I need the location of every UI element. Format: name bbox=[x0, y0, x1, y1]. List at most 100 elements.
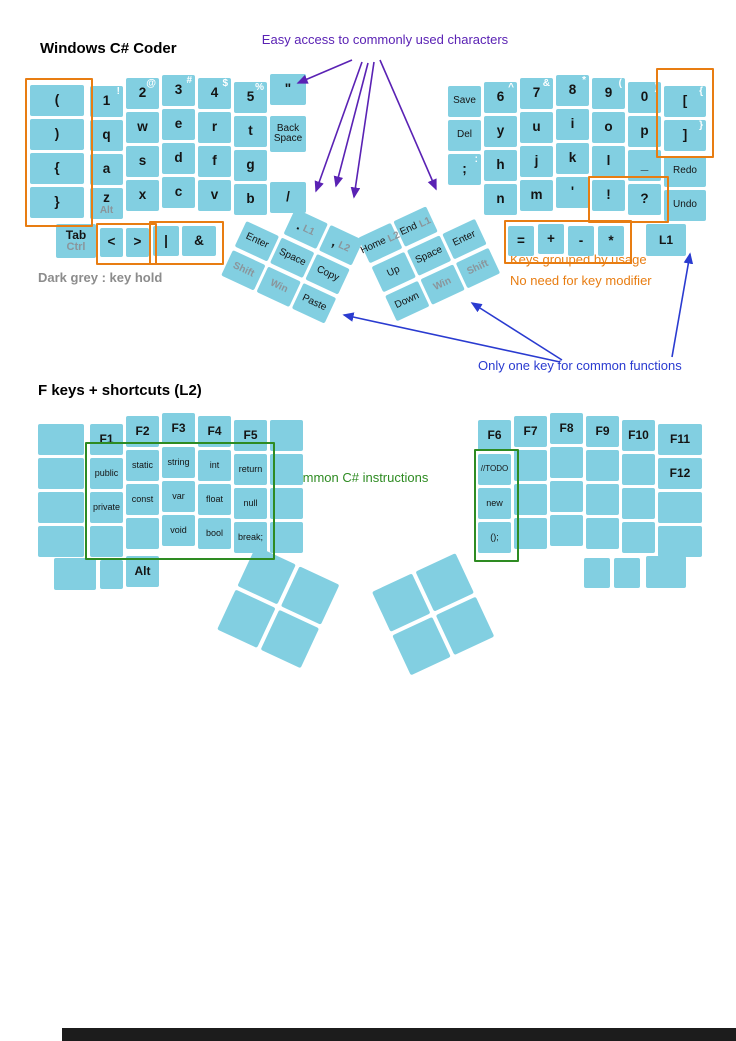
key-f4[interactable]: F4 bbox=[198, 416, 231, 447]
key-blank[interactable] bbox=[550, 515, 583, 546]
key-blank[interactable] bbox=[38, 492, 84, 523]
key-1[interactable]: !1 bbox=[90, 86, 123, 117]
key-blank[interactable] bbox=[270, 420, 303, 451]
key-float[interactable]: float bbox=[198, 484, 231, 515]
key-x[interactable]: x bbox=[126, 180, 159, 211]
key-w[interactable]: w bbox=[126, 112, 159, 143]
key-blank[interactable] bbox=[658, 526, 702, 557]
key-2[interactable]: @2 bbox=[126, 78, 159, 109]
key-6[interactable]: ^6 bbox=[484, 82, 517, 113]
key-blank[interactable] bbox=[270, 522, 303, 553]
key-g[interactable]: g bbox=[234, 150, 267, 181]
key-j[interactable]: j bbox=[520, 146, 553, 177]
key-u[interactable]: u bbox=[520, 112, 553, 143]
key-const[interactable]: const bbox=[126, 484, 159, 515]
key-5[interactable]: %5 bbox=[234, 82, 267, 113]
key-ampersand[interactable]: & bbox=[182, 226, 216, 256]
key-return[interactable]: return bbox=[234, 454, 267, 485]
key-blank[interactable] bbox=[514, 450, 547, 481]
key-blank[interactable] bbox=[54, 558, 96, 590]
key-apostrophe[interactable]: ' bbox=[556, 177, 589, 208]
key-blank[interactable] bbox=[38, 458, 84, 489]
key-open-brace[interactable]: { bbox=[30, 153, 84, 184]
key-f11[interactable]: F11 bbox=[658, 424, 702, 455]
key-9[interactable]: (9 bbox=[592, 78, 625, 109]
key-blank[interactable] bbox=[658, 492, 702, 523]
key-equals[interactable]: = bbox=[508, 226, 534, 256]
key-var[interactable]: var bbox=[162, 481, 195, 512]
key-underscore[interactable]: _ bbox=[628, 150, 661, 181]
key-blank[interactable] bbox=[38, 526, 84, 557]
key-string[interactable]: string bbox=[162, 447, 195, 478]
key-blank[interactable] bbox=[622, 488, 655, 519]
key-4[interactable]: $4 bbox=[198, 78, 231, 109]
key-semicolon[interactable]: :; bbox=[448, 154, 481, 185]
key-a[interactable]: a bbox=[90, 154, 123, 185]
key-close-brace[interactable]: } bbox=[30, 187, 84, 218]
key-backspace[interactable]: Back Space bbox=[270, 116, 306, 152]
key-f12[interactable]: F12 bbox=[658, 458, 702, 489]
key-close-paren[interactable]: ) bbox=[30, 119, 84, 150]
key-o[interactable]: o bbox=[592, 112, 625, 143]
key-alt[interactable]: Alt bbox=[126, 556, 159, 587]
key-close-bracket[interactable]: }] bbox=[664, 120, 706, 151]
key-r[interactable]: r bbox=[198, 112, 231, 143]
key-blank[interactable] bbox=[622, 454, 655, 485]
key-todo-comment[interactable]: //TODO bbox=[478, 454, 511, 485]
key-t[interactable]: t bbox=[234, 116, 267, 147]
key-f7[interactable]: F7 bbox=[514, 416, 547, 447]
key-less-than[interactable]: < bbox=[100, 228, 123, 257]
key-p[interactable]: p bbox=[628, 116, 661, 147]
key-blank[interactable] bbox=[550, 481, 583, 512]
key-y[interactable]: y bbox=[484, 116, 517, 147]
key-blank[interactable] bbox=[270, 454, 303, 485]
key-blank[interactable] bbox=[90, 526, 123, 557]
key-blank[interactable] bbox=[584, 558, 610, 588]
key-f9[interactable]: F9 bbox=[586, 416, 619, 447]
key-blank[interactable] bbox=[126, 518, 159, 549]
key-slash[interactable]: / bbox=[270, 182, 306, 213]
key-blank[interactable] bbox=[586, 518, 619, 549]
key-f5[interactable]: F5 bbox=[234, 420, 267, 451]
key-bool[interactable]: bool bbox=[198, 518, 231, 549]
key-v[interactable]: v bbox=[198, 180, 231, 211]
key-open-bracket[interactable]: {[ bbox=[664, 86, 706, 117]
key-f3[interactable]: F3 bbox=[162, 413, 195, 444]
key-q[interactable]: q bbox=[90, 120, 123, 151]
key-asterisk[interactable]: * bbox=[598, 226, 624, 256]
key-private[interactable]: private bbox=[90, 492, 123, 523]
key-pipe[interactable]: | bbox=[153, 226, 179, 256]
key-d[interactable]: d bbox=[162, 143, 195, 174]
key-b[interactable]: b bbox=[234, 184, 267, 215]
key-blank[interactable] bbox=[586, 450, 619, 481]
key-static[interactable]: static bbox=[126, 450, 159, 481]
key-c[interactable]: c bbox=[162, 177, 195, 208]
key-blank[interactable] bbox=[514, 484, 547, 515]
key-i[interactable]: i bbox=[556, 109, 589, 140]
key-save[interactable]: Save bbox=[448, 86, 481, 117]
key-blank[interactable] bbox=[614, 558, 640, 588]
key-blank[interactable] bbox=[38, 424, 84, 455]
key-exclamation[interactable]: ! bbox=[592, 180, 625, 211]
key-blank[interactable] bbox=[586, 484, 619, 515]
key-new[interactable]: new bbox=[478, 488, 511, 519]
key-8[interactable]: *8 bbox=[556, 75, 589, 106]
key-blank[interactable] bbox=[100, 560, 123, 589]
key-blank[interactable] bbox=[550, 447, 583, 478]
key-f10[interactable]: F10 bbox=[622, 420, 655, 451]
key-redo[interactable]: Redo bbox=[664, 156, 706, 187]
key-blank[interactable] bbox=[270, 488, 303, 519]
key-blank[interactable] bbox=[514, 518, 547, 549]
key-n[interactable]: n bbox=[484, 184, 517, 215]
key-f1[interactable]: F1 bbox=[90, 424, 123, 455]
key-h[interactable]: h bbox=[484, 150, 517, 181]
key-f6[interactable]: F6 bbox=[478, 420, 511, 451]
key-s[interactable]: s bbox=[126, 146, 159, 177]
key-f2[interactable]: F2 bbox=[126, 416, 159, 447]
key-f[interactable]: f bbox=[198, 146, 231, 177]
key-blank[interactable] bbox=[622, 522, 655, 553]
key-l[interactable]: l bbox=[592, 146, 625, 177]
key-7[interactable]: &7 bbox=[520, 78, 553, 109]
